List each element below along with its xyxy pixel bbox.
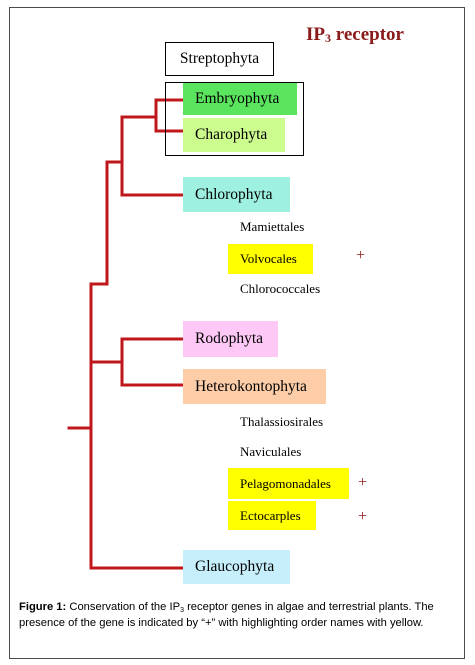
- ip3-receptor-title: IP3 receptor: [306, 24, 404, 46]
- streptophyta-bracket: [165, 82, 304, 156]
- presence-marker-volvocales: +: [356, 247, 366, 264]
- taxon-rodophyta: Rodophyta: [183, 321, 278, 357]
- caption-label: Figure 1:: [19, 601, 67, 613]
- presence-marker-ectocarples: +: [358, 508, 368, 525]
- caption-text-a: Conservation of the IP: [66, 601, 181, 613]
- streptophyta-label: Streptophyta: [165, 42, 274, 76]
- order-mamiettales: Mamiettales: [240, 219, 305, 234]
- order-naviculales: Naviculales: [240, 444, 302, 459]
- order-volvocales: Volvocales: [228, 244, 313, 274]
- taxon-glaucophyta: Glaucophyta: [183, 550, 290, 584]
- caption-subscript: 3: [180, 607, 184, 614]
- order-ectocarples: Ectocarples: [228, 501, 316, 530]
- presence-marker-pelagomonadales: +: [358, 474, 368, 491]
- figure-caption: Figure 1: Conservation of the IP3 recept…: [19, 600, 457, 630]
- title-rest: receptor: [331, 24, 404, 45]
- taxon-heterokontophyta: Heterokontophyta: [183, 369, 326, 404]
- order-thalassiosirales: Thalassiosirales: [240, 414, 324, 429]
- title-main: IP: [306, 24, 325, 45]
- taxon-embryophyta: Embryophyta: [183, 83, 297, 115]
- taxon-charophyta: Charophyta: [183, 118, 285, 152]
- taxon-chlorophyta: Chlorophyta: [183, 177, 290, 212]
- caption-text-b: receptor genes in algae and terrestrial …: [19, 601, 434, 629]
- title-subscript: 3: [325, 31, 331, 45]
- order-chlorococcales: Chlorococcales: [240, 281, 321, 296]
- order-pelagomonadales: Pelagomonadales: [228, 468, 349, 499]
- figure-frame: [9, 7, 465, 659]
